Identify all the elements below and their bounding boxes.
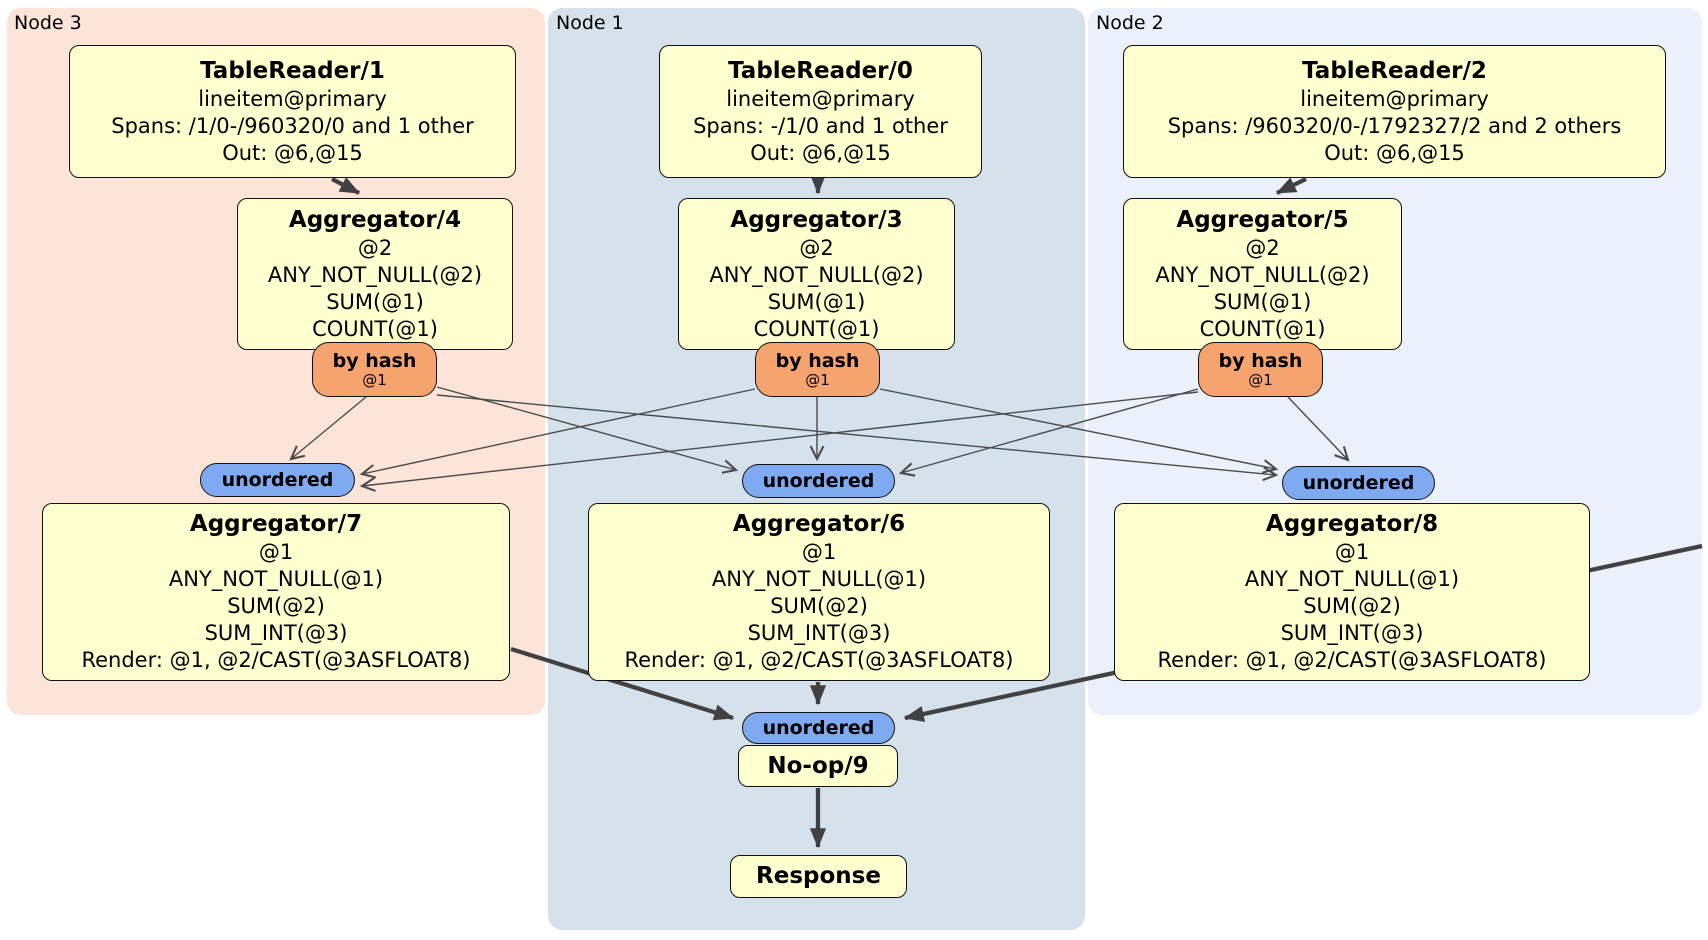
aggregator-line: ANY_NOT_NULL(@1) xyxy=(1244,567,1460,591)
router-label: by hash xyxy=(332,350,417,372)
processor-out: Out: @6,@15 xyxy=(222,140,363,165)
aggregator-line: SUM_INT(@3) xyxy=(204,621,348,645)
processor-title: Aggregator/5 xyxy=(1176,206,1349,233)
aggregator-line: ANY_NOT_NULL(@2) xyxy=(267,262,483,287)
processor-title: Aggregator/4 xyxy=(288,206,462,233)
processor-title: Aggregator/7 xyxy=(189,511,363,537)
aggregator-line: ANY_NOT_NULL(@2) xyxy=(709,262,924,287)
processor-title: Aggregator/3 xyxy=(730,206,903,233)
response-title: Response xyxy=(756,863,881,889)
hash-router-edges xyxy=(289,386,1350,492)
node1-region-label: Node 1 xyxy=(556,12,624,34)
aggregator-line: COUNT(@1) xyxy=(753,316,880,341)
unordered-sync-node2: unordered xyxy=(1282,466,1435,500)
unordered-sync-final: unordered xyxy=(742,712,895,744)
aggregator-6-box: Aggregator/6 @1 ANY_NOT_NULL(@1) SUM(@2)… xyxy=(588,503,1050,681)
sync-label: unordered xyxy=(762,470,875,492)
aggregator-render-line: Render: @1, @2/CAST(@3ASFLOAT8) xyxy=(624,648,1014,672)
processor-out: Out: @6,@15 xyxy=(1324,140,1465,165)
processor-spans: Spans: /1/0-/960320/0 and 1 other xyxy=(111,113,474,138)
table-reader-0-box: TableReader/0 lineitem@primary Spans: -/… xyxy=(659,45,982,178)
aggregator-line: @2 xyxy=(799,235,834,260)
aggregator-line: SUM(@1) xyxy=(1213,289,1312,314)
sync-label: unordered xyxy=(1302,472,1415,494)
router-label: by hash xyxy=(1218,350,1303,372)
aggregator-line: SUM(@2) xyxy=(770,594,868,618)
hash-router-node2: by hash @1 xyxy=(1198,342,1323,397)
processor-out: Out: @6,@15 xyxy=(750,140,891,165)
router-key: @1 xyxy=(805,371,830,389)
aggregator-line: ANY_NOT_NULL(@1) xyxy=(711,567,927,591)
table-reader-2-box: TableReader/2 lineitem@primary Spans: /9… xyxy=(1123,45,1666,178)
aggregator-line: SUM_INT(@3) xyxy=(747,621,891,645)
aggregator-line: SUM_INT(@3) xyxy=(1280,621,1424,645)
aggregator-line: @2 xyxy=(1245,235,1280,260)
router-key: @1 xyxy=(362,371,387,389)
aggregator-render-line: Render: @1, @2/CAST(@3ASFLOAT8) xyxy=(81,648,471,672)
processor-index: lineitem@primary xyxy=(726,86,915,111)
router-key: @1 xyxy=(1248,371,1273,389)
unordered-sync-node1: unordered xyxy=(742,464,895,498)
hash-router-node1: by hash @1 xyxy=(755,342,880,397)
processor-index: lineitem@primary xyxy=(1300,86,1489,111)
processor-title: TableReader/2 xyxy=(1302,57,1487,84)
aggregator-line: ANY_NOT_NULL(@2) xyxy=(1155,262,1370,287)
aggregator-5-box: Aggregator/5 @2 ANY_NOT_NULL(@2) SUM(@1)… xyxy=(1123,198,1402,350)
aggregator-line: SUM(@1) xyxy=(767,289,866,314)
processor-spans: Spans: -/1/0 and 1 other xyxy=(693,113,948,138)
aggregator-line: COUNT(@1) xyxy=(312,316,438,341)
node3-region-label: Node 3 xyxy=(14,12,82,34)
processor-title: No-op/9 xyxy=(767,752,869,779)
aggregator-line: ANY_NOT_NULL(@1) xyxy=(168,567,384,591)
aggregator-4-box: Aggregator/4 @2 ANY_NOT_NULL(@2) SUM(@1)… xyxy=(237,198,513,350)
processor-title: TableReader/1 xyxy=(200,57,385,84)
aggregator-line: SUM(@1) xyxy=(326,289,424,314)
router-label: by hash xyxy=(775,350,860,372)
aggregator-8-box: Aggregator/8 @1 ANY_NOT_NULL(@1) SUM(@2)… xyxy=(1114,503,1590,681)
unordered-sync-node3: unordered xyxy=(200,463,355,497)
aggregator-line: @2 xyxy=(357,235,393,260)
processor-title: Aggregator/6 xyxy=(732,511,906,537)
aggregator-line: SUM(@2) xyxy=(1303,594,1401,618)
node2-region-label: Node 2 xyxy=(1096,12,1164,34)
processor-index: lineitem@primary xyxy=(198,86,387,111)
noop-box: No-op/9 xyxy=(738,745,898,787)
aggregator-7-box: Aggregator/7 @1 ANY_NOT_NULL(@1) SUM(@2)… xyxy=(42,503,510,681)
hash-router-node3: by hash @1 xyxy=(312,342,437,397)
table-reader-to-aggregator-edges xyxy=(331,174,1307,195)
aggregator-3-box: Aggregator/3 @2 ANY_NOT_NULL(@2) SUM(@1)… xyxy=(678,198,955,350)
aggregator-line: @1 xyxy=(801,540,837,564)
table-reader-1-box: TableReader/1 lineitem@primary Spans: /1… xyxy=(69,45,516,178)
processor-title: Aggregator/8 xyxy=(1265,511,1439,537)
processor-title: TableReader/0 xyxy=(728,57,913,84)
processor-spans: Spans: /960320/0-/1792327/2 and 2 others xyxy=(1167,113,1622,138)
aggregator-line: COUNT(@1) xyxy=(1199,316,1326,341)
response-box: Response xyxy=(730,855,907,898)
aggregator-line: @1 xyxy=(258,540,294,564)
aggregator-line: @1 xyxy=(1334,540,1370,564)
aggregator-line: SUM(@2) xyxy=(227,594,325,618)
sync-label: unordered xyxy=(221,469,334,491)
aggregator-render-line: Render: @1, @2/CAST(@3ASFLOAT8) xyxy=(1157,648,1547,672)
sync-label: unordered xyxy=(762,717,875,739)
